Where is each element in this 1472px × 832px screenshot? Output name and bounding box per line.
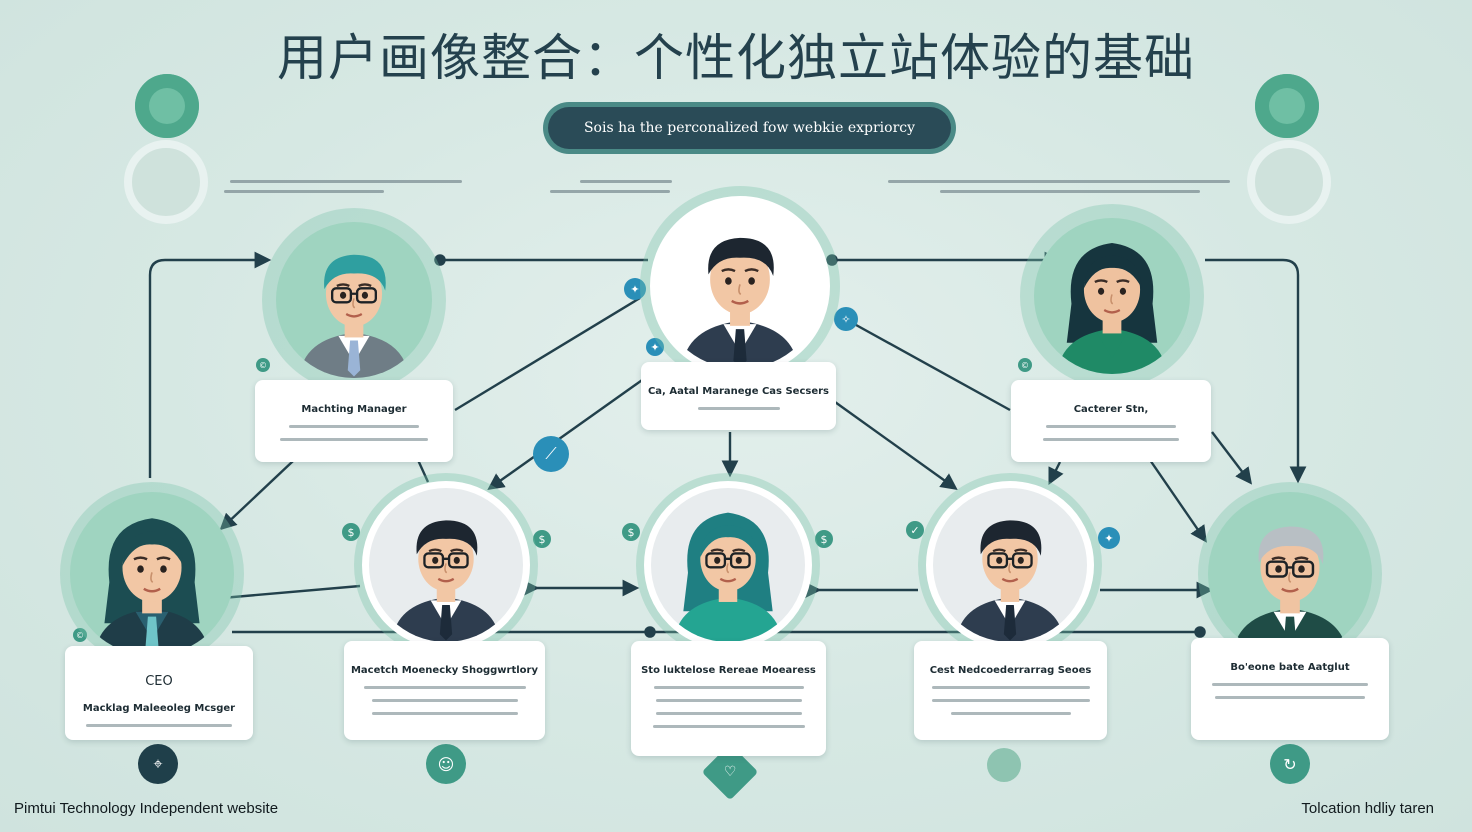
role-title: Sto luktelose Rereae Moearess (641, 665, 816, 676)
link-right-loop (1205, 258, 1307, 484)
page-title: 用户画像整合：个性化独立站体验的基础 (277, 29, 1195, 87)
subtitle-pill: Sois ha the perconalized fow webkie expr… (543, 102, 956, 154)
corner-deco-icon-top-right (1255, 74, 1319, 138)
info-badge-icon-2: ✦ (646, 338, 664, 356)
corner-deco-icon-right-ring (1247, 140, 1331, 224)
role-card-mid2: Sto luktelose Rereae Moearess (631, 641, 826, 756)
info-badge-icon-7: $ (622, 523, 640, 541)
role-card-mid1: Macetch Moenecky Shoggwrtlory (344, 641, 545, 740)
avatar-mid1 (362, 481, 530, 649)
role-title: Machting Manager (301, 404, 407, 415)
card-text-line (86, 724, 232, 727)
role-card-mid3: Cest Nedcoederrarrag Seoes (914, 641, 1107, 740)
corner-deco-icon-left-ring (124, 140, 208, 224)
avatar-mid2 (644, 481, 812, 649)
info-badge-icon-6: $ (533, 530, 551, 548)
role-subtitle: Macklag Maleeoleg Mcsger (82, 703, 236, 714)
card-text-line (697, 407, 780, 410)
location-pin-icon: ⌖ (138, 744, 178, 784)
card-text-line (1212, 683, 1368, 686)
info-badge-icon-13: © (73, 628, 87, 642)
info-badge-icon-5: $ (342, 523, 360, 541)
card-text-line (280, 438, 428, 441)
subtitle-text: Sois ha the perconalized fow webkie expr… (548, 107, 951, 149)
role-title: Bo'eone bate Aatglut (1230, 662, 1350, 673)
info-badge-icon-10: ✦ (1098, 527, 1120, 549)
info-badge-icon-4: ⟋ (533, 436, 569, 472)
card-text-line (931, 699, 1090, 702)
card-text-line (371, 712, 518, 715)
scribble-right (888, 180, 1230, 200)
role-title: CEO (145, 674, 173, 689)
role-card-analyst: Bo'eone bate Aatglut (1191, 638, 1389, 740)
link-mgr-mid1 (416, 459, 430, 483)
link-center-mid3 (834, 401, 958, 490)
role-title: Macetch Moenecky Shoggwrtlory (350, 665, 538, 676)
card-text-line (363, 686, 526, 689)
card-text-line (1046, 425, 1176, 428)
avatar-ceo (70, 492, 234, 656)
avatar-mid3 (926, 481, 1094, 649)
link-cust-analyst (1149, 459, 1207, 543)
role-card-marketing: Machting Manager (255, 380, 453, 462)
card-text-line (289, 425, 419, 428)
circle-icon (987, 748, 1021, 782)
info-badge-icon-11: © (256, 358, 270, 372)
card-text-line (371, 699, 518, 702)
scribble-center (550, 180, 672, 200)
scribble-left (224, 180, 462, 200)
card-text-line (652, 725, 805, 728)
info-badge-icon-3: ✧ (834, 307, 858, 331)
link-ceo-mid1 (207, 584, 361, 608)
role-title: Cest Nedcoederrarrag Seoes (929, 665, 1092, 676)
role-title: Cacterer Stn, (1073, 404, 1149, 415)
card-text-line (1043, 438, 1179, 441)
avatar-analyst (1208, 492, 1372, 656)
avatar-customer (1034, 218, 1190, 374)
chat-icon: ☺ (426, 744, 466, 784)
refresh-icon: ↻ (1270, 744, 1310, 784)
card-text-line (950, 712, 1071, 715)
info-badge-icon-12: © (1018, 358, 1032, 372)
link-cust-mid3 (1048, 461, 1064, 486)
info-badge-icon-9: ✓ (906, 521, 924, 539)
link-left-loop (148, 251, 272, 478)
card-text-line (1215, 696, 1365, 699)
link-mgr-center-diag (454, 296, 641, 412)
card-text-line (931, 686, 1090, 689)
avatar-marketing (276, 222, 432, 378)
role-title: Ca, Aatal Maranege Cas Secsers (647, 386, 830, 397)
corner-deco-icon-top-left (135, 74, 199, 138)
info-badge-icon-8: $ (815, 530, 833, 548)
role-card-ceo: CEO Macklag Maleeoleg Mcsger (65, 646, 253, 740)
card-text-line (653, 686, 804, 689)
card-text-line (655, 699, 802, 702)
link-center-mid1 (487, 377, 646, 490)
card-text-line (655, 712, 802, 715)
footer-brand: Pimtui Technology Independent website (14, 800, 279, 817)
role-card-center: Ca, Aatal Maranege Cas Secsers (641, 362, 836, 430)
role-card-customer: Cacterer Stn, (1011, 380, 1211, 462)
avatar-center (650, 196, 830, 376)
link-center-right-diag (837, 313, 1011, 412)
info-badge-icon-1: ✦ (624, 278, 646, 300)
link-right-analyst (1211, 431, 1253, 485)
footer-tagline: Tolcation hdliy taren (1301, 800, 1434, 817)
